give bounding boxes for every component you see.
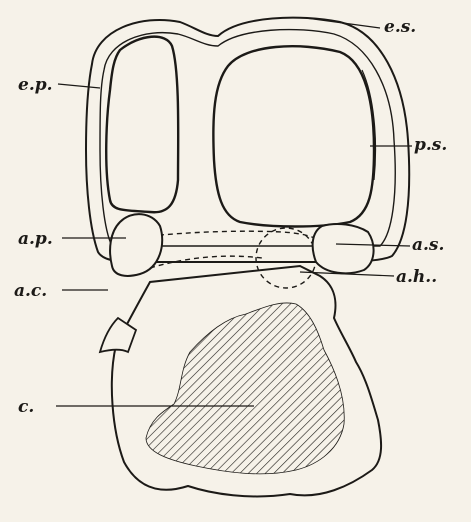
- label-a-p: a.p.: [18, 229, 53, 249]
- label-e-s: e.s.: [384, 17, 416, 37]
- label-p-s: p.s.: [414, 135, 447, 155]
- label-a-s: a.s.: [412, 235, 444, 255]
- process-a-c: [100, 318, 136, 352]
- hatched-region-c: [146, 303, 344, 474]
- label-c: c.: [18, 397, 34, 417]
- label-a-c: a.c.: [14, 281, 47, 301]
- label-e-p: e.p.: [18, 75, 53, 95]
- label-a-h: a.h..: [396, 267, 437, 287]
- blob-a-s: [313, 224, 374, 273]
